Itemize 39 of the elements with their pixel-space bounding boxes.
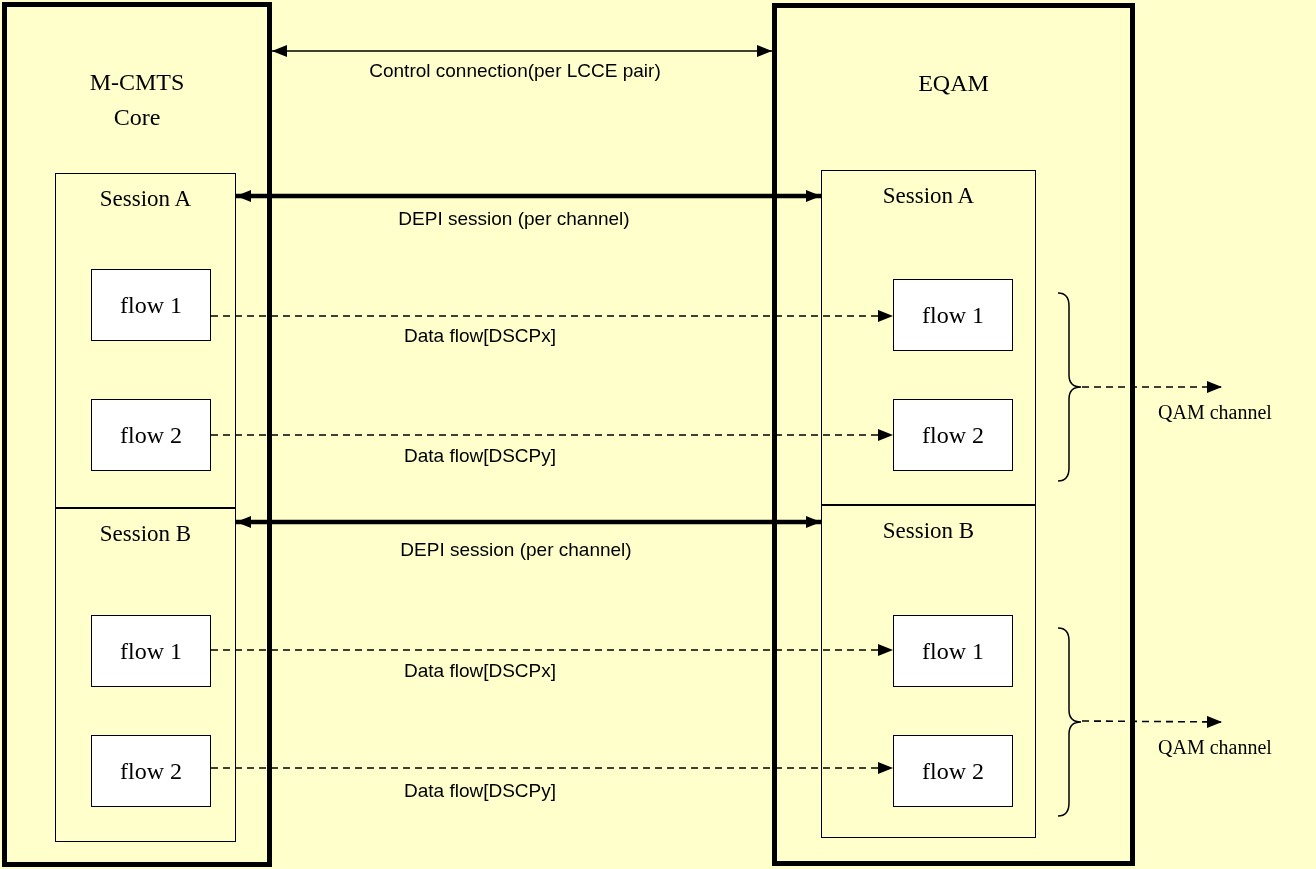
flow-label: flow 2 — [922, 421, 984, 449]
flow-label: flow 1 — [120, 291, 182, 319]
flow-label: flow 2 — [922, 757, 984, 785]
arrow — [236, 516, 821, 528]
session-box — [55, 508, 236, 842]
arrow — [271, 45, 773, 57]
flow-label: flow 1 — [922, 637, 984, 665]
arrow — [210, 762, 894, 774]
session-box — [821, 170, 1036, 505]
arrow — [210, 310, 894, 322]
flow-box — [91, 615, 211, 687]
flow-label: flow 1 — [120, 637, 182, 665]
device-title: EQAM — [917, 69, 990, 98]
flow-box — [91, 735, 211, 807]
channel-label: QAM channel — [1158, 736, 1273, 759]
device-box — [2, 2, 272, 867]
flow-box — [893, 279, 1013, 351]
flow-box — [893, 615, 1013, 687]
device-box — [772, 3, 1135, 866]
session-box — [55, 173, 236, 508]
flow-label: flow 2 — [120, 421, 182, 449]
session-title: Session B — [98, 521, 193, 547]
device-title: M-CMTS Core — [88, 68, 186, 132]
session-box — [821, 505, 1036, 838]
flow-box — [91, 269, 211, 341]
session-title: Session A — [881, 183, 976, 209]
session-title: Session A — [98, 186, 193, 212]
flow-box — [893, 399, 1013, 471]
arrow — [1081, 715, 1223, 728]
flow-label: flow 1 — [922, 301, 984, 329]
flow-box — [91, 399, 211, 471]
arrow — [210, 429, 894, 441]
flow-box — [893, 735, 1013, 807]
session-title: Session B — [881, 518, 976, 544]
arrow — [1081, 381, 1223, 393]
channel-label: QAM channel — [1158, 401, 1273, 424]
flow-label: flow 2 — [120, 757, 182, 785]
arrow — [210, 644, 894, 656]
arrow — [236, 190, 821, 202]
